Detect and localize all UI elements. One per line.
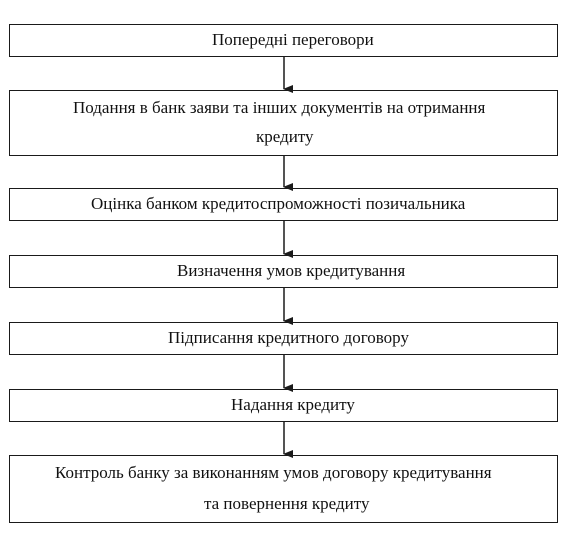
step-bank-control: Контроль банку за виконанням умов догово… bbox=[9, 455, 558, 523]
step-label-line-2: та повернення кредиту bbox=[204, 494, 370, 513]
step-creditworthiness-assessment: Оцінка банком кредитоспроможності позича… bbox=[9, 188, 558, 221]
step-label: Визначення умов кредитування bbox=[177, 261, 406, 280]
step-loan-disbursement: Надання кредиту bbox=[9, 389, 558, 422]
step-label: Оцінка банком кредитоспроможності позича… bbox=[91, 194, 466, 213]
step-lending-terms: Визначення умов кредитування bbox=[9, 255, 558, 288]
step-sign-agreement: Підписання кредитного договору bbox=[9, 322, 558, 355]
step-label: Надання кредиту bbox=[231, 395, 355, 414]
step-label-line-2: кредиту bbox=[256, 127, 314, 146]
step-preliminary-negotiations: Попередні переговори bbox=[9, 24, 558, 57]
step-submit-application: Подання в банк заяви та інших документів… bbox=[9, 90, 558, 156]
step-label-line-1: Подання в банк заяви та інших документів… bbox=[73, 98, 486, 117]
step-label-line-1: Контроль банку за виконанням умов догово… bbox=[55, 463, 492, 482]
step-label: Підписання кредитного договору bbox=[168, 328, 409, 347]
step-label: Попередні переговори bbox=[212, 30, 374, 49]
